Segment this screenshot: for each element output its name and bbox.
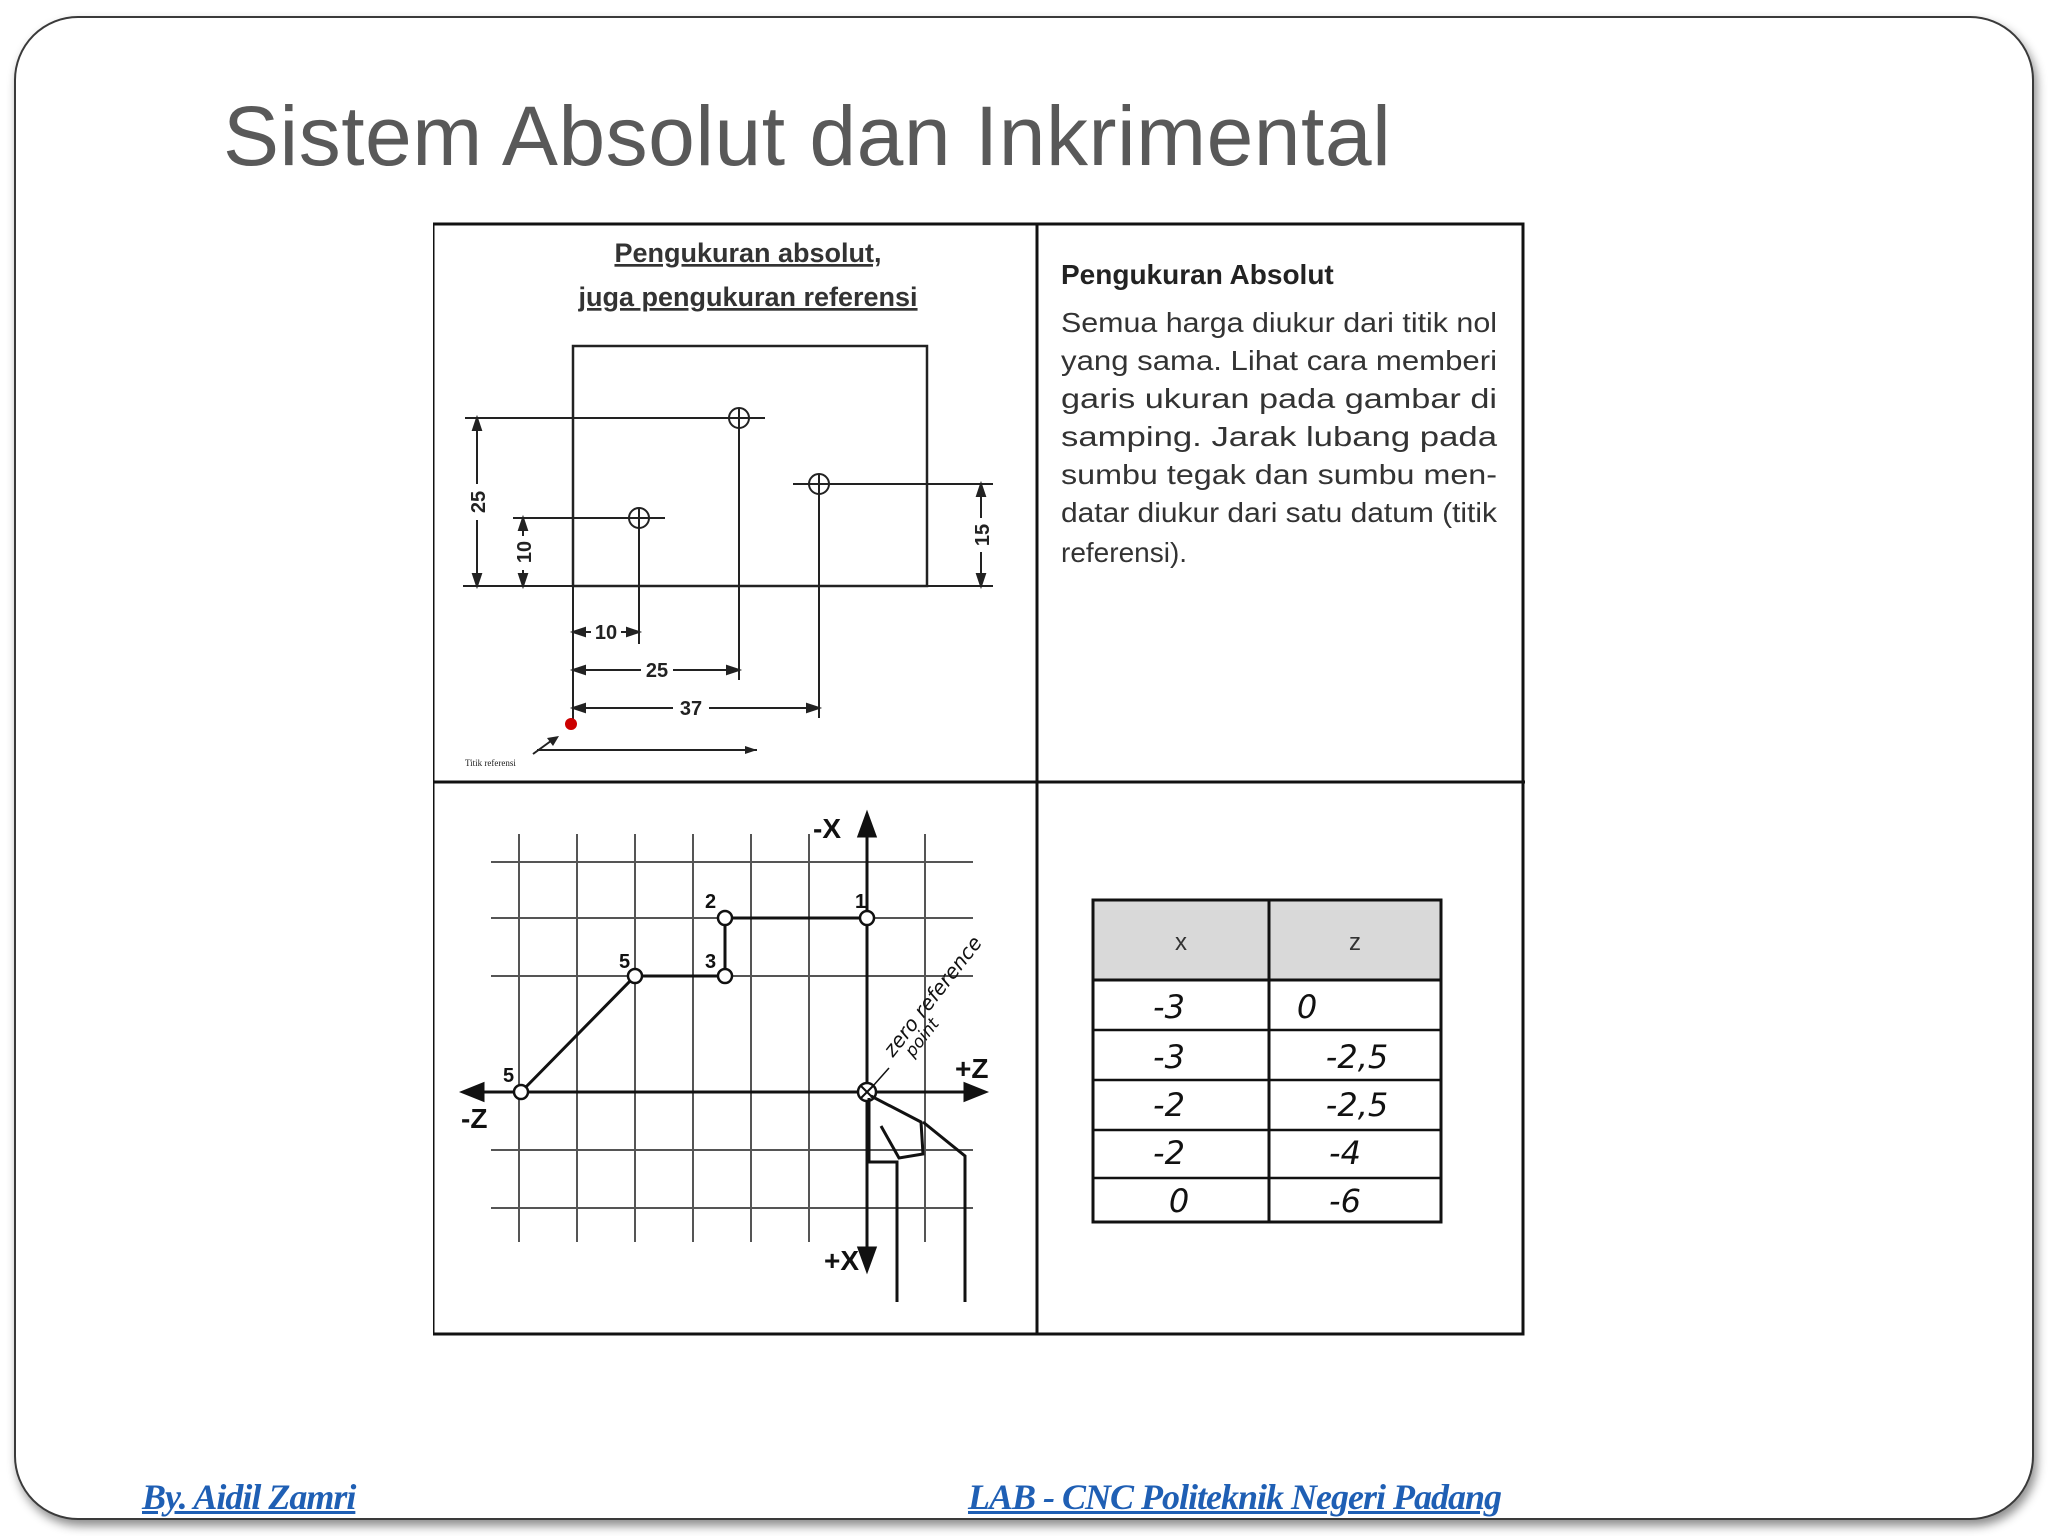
reference-point-dot [565, 718, 577, 730]
table-header-x: x [1175, 929, 1187, 956]
point-label-5-lower: 5 [503, 1065, 514, 1087]
point-label-2: 2 [705, 891, 716, 913]
axis-label-plus-z: +Z [955, 1053, 988, 1084]
table-cell: -2,5 [1326, 1086, 1388, 1124]
table-cell: 0 [1297, 988, 1317, 1026]
dim-37-horizontal: 37 [680, 698, 702, 720]
dim-15-vertical: 15 [972, 524, 994, 546]
description-line: referensi). [1061, 537, 1187, 568]
axis-label-plus-x: +X [824, 1245, 859, 1276]
point-label-1: 1 [855, 891, 866, 913]
path-point [512, 1083, 530, 1101]
slide-frame [14, 16, 2034, 1520]
description-line: Semua harga diukur dari titik nol [1061, 307, 1497, 338]
zero-reference-label: zero reference [877, 931, 986, 1062]
figure-grid: Pengukuran absolut, juga pengukuran refe… [433, 222, 1525, 1336]
coordinate-grid-drawing: -X +X +Z -Z 1 2 3 5 5 zero reference poi… [458, 809, 990, 1302]
point-label-5-upper: 5 [619, 951, 630, 973]
path-point [716, 909, 734, 927]
absolute-measurement-drawing: Pengukuran absolut, juga pengukuran refe… [463, 238, 994, 768]
drawing-heading-line1: Pengukuran absolut, [614, 238, 881, 268]
table-header-z: z [1349, 929, 1361, 956]
description-line: garis ukuran pada gambar di [1061, 383, 1497, 414]
description-line: datar diukur dari satu datum (titik [1061, 497, 1498, 528]
dim-25-horizontal: 25 [646, 660, 668, 682]
axis-label-minus-x: -X [813, 813, 841, 844]
reference-point-label: Titik referensi [465, 758, 516, 768]
description-line: samping. Jarak lubang pada [1061, 421, 1498, 452]
path-point [858, 909, 876, 927]
description-line: yang sama. Lihat cara memberi [1061, 345, 1497, 376]
table-cell: 0 [1169, 1182, 1189, 1220]
dim-10-vertical: 10 [514, 541, 536, 563]
table-cell: -2 [1153, 1086, 1185, 1124]
axis-label-minus-z: -Z [461, 1103, 487, 1134]
path-point [626, 967, 644, 985]
table-cell: -2 [1153, 1134, 1185, 1172]
table-cell: -2,5 [1326, 1038, 1388, 1076]
table-cell: -3 [1153, 1038, 1185, 1076]
table-cell: -4 [1329, 1134, 1361, 1172]
dim-25-vertical: 25 [468, 491, 490, 513]
description-line: sumbu tegak dan sumbu men- [1061, 459, 1497, 490]
absolute-measurement-description: Pengukuran Absolut Semua harga diukur da… [1061, 259, 1498, 568]
description-heading: Pengukuran Absolut [1061, 259, 1334, 290]
table-cell: -3 [1153, 988, 1185, 1026]
coordinate-table: x z -3 0 -3 -2,5 -2 -2,5 -2 -4 0 -6 [1091, 898, 1443, 1224]
slide-title: Sistem Absolut dan Inkrimental [223, 89, 1392, 183]
drawing-heading-line2: juga pengukuran referensi [577, 282, 917, 312]
footer-lab: LAB - CNC Politeknik Negeri Padang [968, 1477, 1502, 1517]
figure-frame [433, 222, 1525, 1336]
path-point [716, 967, 734, 985]
table-cell: -6 [1329, 1182, 1361, 1220]
workpiece-rectangle [571, 344, 929, 588]
point-label-3: 3 [705, 951, 716, 973]
cutting-tool-icon [867, 1094, 967, 1302]
dim-10-horizontal: 10 [595, 622, 617, 644]
footer-author: By. Aidil Zamri [142, 1477, 356, 1517]
